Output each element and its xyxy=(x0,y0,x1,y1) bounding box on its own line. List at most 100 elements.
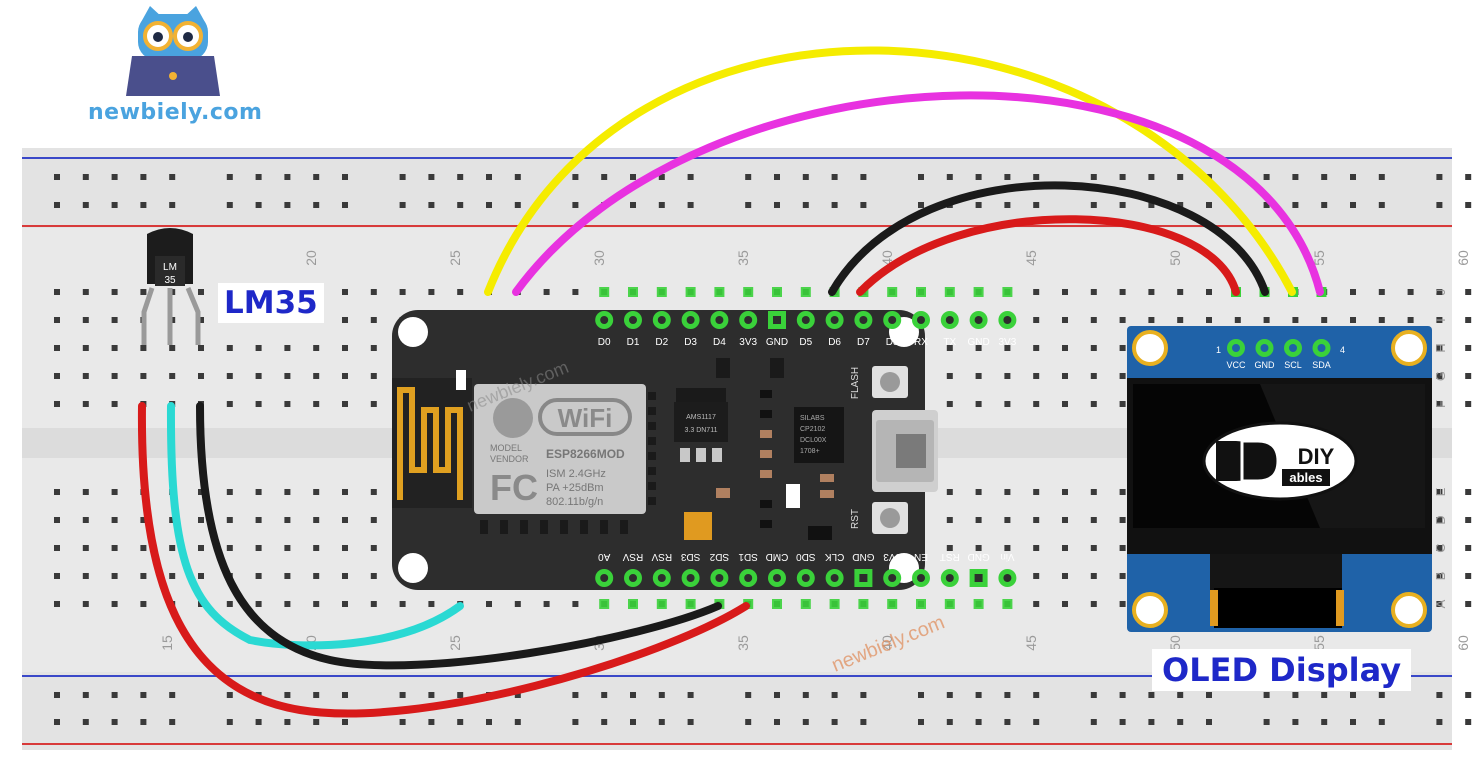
breadboard-hole xyxy=(1119,289,1126,295)
rail-hole xyxy=(1263,719,1270,725)
breadboard-hole xyxy=(111,545,118,551)
rail-hole xyxy=(1004,692,1011,698)
breadboard-hole xyxy=(1004,401,1011,407)
header-pin-hole xyxy=(888,574,897,582)
rail-hole xyxy=(630,202,636,208)
rail-hole xyxy=(1206,202,1212,208)
rail-hole xyxy=(745,719,752,725)
breadboard-hole xyxy=(82,573,89,579)
pin-label: GND xyxy=(766,337,788,348)
pin-label: GND xyxy=(967,337,989,348)
rail-hole xyxy=(687,202,694,208)
rail-hole xyxy=(1378,202,1385,208)
smd-components xyxy=(456,358,834,540)
breadboard-hole xyxy=(342,401,348,407)
header-landing xyxy=(628,287,638,297)
rail-hole xyxy=(918,692,924,698)
svg-text:FLASH: FLASH xyxy=(850,367,861,399)
rail-hole xyxy=(82,719,89,725)
breadboard-hole xyxy=(1465,289,1472,295)
rail-hole xyxy=(975,692,982,698)
pin-label: GND xyxy=(852,551,874,562)
breadboard-hole xyxy=(1119,545,1126,551)
breadboard-hole xyxy=(428,289,435,295)
breadboard-hole xyxy=(946,489,953,495)
rail-hole xyxy=(687,692,694,698)
rail-hole xyxy=(658,202,665,208)
breadboard-hole xyxy=(543,601,550,607)
rail-hole xyxy=(428,719,435,725)
rail-hole xyxy=(601,174,608,180)
rail-hole xyxy=(284,174,291,180)
mount-hole xyxy=(1391,330,1427,366)
breadboard-hole xyxy=(370,545,377,551)
row-letter: C xyxy=(1433,543,1448,552)
breadboard-hole xyxy=(1465,517,1472,523)
rail-hole xyxy=(486,719,492,725)
rail-hole xyxy=(284,719,291,725)
rail-hole xyxy=(54,692,60,698)
svg-text:MODEL: MODEL xyxy=(490,443,522,453)
rail-hole xyxy=(140,692,147,698)
rail-hole xyxy=(428,202,435,208)
svg-text:FC: FC xyxy=(490,467,538,508)
rail-hole xyxy=(1177,202,1184,208)
rail-hole xyxy=(1033,692,1040,698)
breadboard-hole xyxy=(1090,401,1097,407)
svg-text:ables: ables xyxy=(1289,470,1322,485)
breadboard-hole xyxy=(975,489,982,495)
breadboard-hole xyxy=(1062,545,1068,551)
svg-text:ISM 2.4GHz: ISM 2.4GHz xyxy=(546,468,606,480)
black-wire-oled xyxy=(828,181,1269,296)
rail-hole xyxy=(313,202,320,208)
usb-uart-chip: SILABS CP2102 DCL00X 1708+ xyxy=(794,407,844,463)
rail-hole xyxy=(111,692,118,698)
rail-hole xyxy=(514,174,521,180)
breadboard-hole xyxy=(1407,289,1414,295)
breadboard-hole xyxy=(82,601,89,607)
site-name: newbiely.com xyxy=(88,100,263,125)
rail-hole xyxy=(226,719,233,725)
breadboard-hole xyxy=(313,401,320,407)
breadboard-hole xyxy=(82,401,89,407)
rail-hole xyxy=(399,202,406,208)
rail-hole xyxy=(975,719,982,725)
breadboard-hole xyxy=(313,373,320,379)
breadboard-hole xyxy=(1436,373,1443,379)
pin-label: 3V3 xyxy=(999,337,1017,348)
rail-hole xyxy=(226,692,233,698)
breadboard-hole xyxy=(1033,573,1040,579)
voltage-regulator: AMS1117 3.3 DN711 xyxy=(674,388,728,462)
breadboard-hole xyxy=(255,489,262,495)
breadboard-hole xyxy=(140,545,147,551)
rail-hole xyxy=(284,692,291,698)
rail-hole xyxy=(1090,202,1097,208)
breadboard-hole xyxy=(946,373,953,379)
header-landing xyxy=(656,599,667,609)
rail-hole xyxy=(457,692,464,698)
breadboard-hole xyxy=(1436,601,1443,607)
breadboard-hole xyxy=(140,289,147,295)
rail-hole xyxy=(1436,202,1443,208)
breadboard-hole xyxy=(313,345,320,351)
breadboard-hole xyxy=(226,601,233,607)
breadboard-hole xyxy=(370,289,377,295)
breadboard-hole xyxy=(54,289,60,295)
row-letter: J xyxy=(1433,289,1448,296)
breadboard-hole xyxy=(54,489,60,495)
rail-hole xyxy=(284,202,291,208)
breadboard-hole xyxy=(1062,601,1068,607)
breadboard-hole xyxy=(1004,517,1011,523)
breadboard-hole xyxy=(946,517,953,523)
breadboard-hole xyxy=(284,601,291,607)
pin-label: CMD xyxy=(766,551,789,562)
breadboard-hole xyxy=(255,517,262,523)
rail-hole xyxy=(831,202,838,208)
oled-pin-label: GND xyxy=(1255,360,1276,370)
breadboard-hole xyxy=(1033,601,1040,607)
pin-label: D1 xyxy=(627,337,640,348)
rail-hole xyxy=(1119,174,1126,180)
breadboard-hole xyxy=(342,489,348,495)
